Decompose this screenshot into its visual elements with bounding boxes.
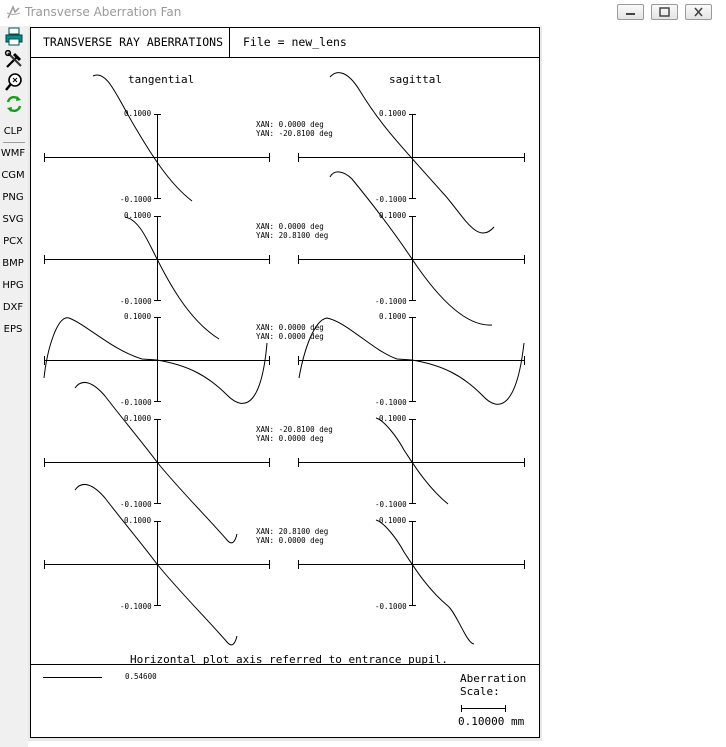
field-yan-label: YAN: -20.8100 deg xyxy=(256,129,333,138)
maximize-button[interactable] xyxy=(651,4,678,20)
axis-label-top: 0.1000 xyxy=(124,211,152,220)
aberration-plot: TRANSVERSE RAY ABERRATIONS File = new_le… xyxy=(30,27,540,738)
toolbar-sidebar: CLP WMF CGM PNG SVG PCX BMP HPG DXF EPS xyxy=(0,26,28,747)
header-file: File = new_lens xyxy=(243,35,347,49)
field-xan-label: XAN: -20.8100 deg xyxy=(256,425,333,434)
scale-label-1: Aberration xyxy=(460,672,526,685)
printer-icon[interactable] xyxy=(4,27,24,47)
axis-label-bottom: -0.1000 xyxy=(120,398,152,407)
export-hpg-button[interactable]: HPG xyxy=(2,280,24,291)
sagittal-panel-4: 0.1000 -0.1000 xyxy=(298,414,525,509)
field-yan-label: YAN: 0.0000 deg xyxy=(256,434,324,443)
tools-icon[interactable] xyxy=(4,50,24,70)
export-wmf-button[interactable]: WMF xyxy=(0,148,26,159)
title-bar: Transverse Aberration Fan xyxy=(0,0,726,26)
aberration-curve xyxy=(92,74,193,202)
aberration-curve xyxy=(329,171,493,326)
sagittal-panel-5: 0.1000 -0.1000 xyxy=(298,516,525,645)
plot-border xyxy=(30,27,540,738)
axis-label-top: 0.1000 xyxy=(124,516,152,525)
field-yan-label: YAN: 0.0000 deg xyxy=(256,536,324,545)
axis-label-bottom: -0.1000 xyxy=(120,195,152,204)
aberration-curve xyxy=(375,519,475,645)
tangential-panel-3: 0.1000 -0.1000 xyxy=(43,312,270,407)
field-xan-label: XAN: 0.0000 deg xyxy=(256,323,324,332)
axis-label-bottom: -0.1000 xyxy=(120,297,152,306)
export-svg-button[interactable]: SVG xyxy=(2,214,24,225)
empty-area xyxy=(542,26,726,747)
field-yan-label: YAN: 0.0000 deg xyxy=(256,332,324,341)
tangential-panel-5: 0.1000 -0.1000 xyxy=(44,483,270,646)
field-xan-label: XAN: 20.8100 deg xyxy=(256,527,328,536)
refresh-icon[interactable] xyxy=(4,94,24,114)
aberration-curve xyxy=(329,72,495,234)
aberration-curve xyxy=(124,216,220,340)
maximize-icon xyxy=(659,7,670,17)
export-pcx-button[interactable]: PCX xyxy=(3,236,23,247)
frame-border-right xyxy=(540,26,542,738)
aberration-curve xyxy=(74,381,238,544)
axis-label-bottom: -0.1000 xyxy=(375,500,407,509)
aberration-curve xyxy=(43,317,268,404)
axis-label-bottom: -0.1000 xyxy=(375,602,407,611)
frame-border-bottom xyxy=(28,738,542,741)
aberration-curve xyxy=(74,483,238,646)
axis-label-top: 0.1000 xyxy=(379,312,407,321)
frame-border-left xyxy=(28,26,30,738)
export-eps-button[interactable]: EPS xyxy=(3,324,23,335)
col-label-sagittal: sagittal xyxy=(389,73,442,86)
toolbar-separator xyxy=(3,142,25,143)
app-icon xyxy=(6,5,21,19)
close-icon xyxy=(694,7,703,17)
minimize-button[interactable] xyxy=(617,4,644,20)
footer-note: Horizontal plot axis referred to entranc… xyxy=(130,653,448,666)
axis-label-bottom: -0.1000 xyxy=(375,297,407,306)
aberration-curve xyxy=(298,317,525,405)
axis-label-top: 0.1000 xyxy=(124,312,152,321)
scale-value: 0.10000 mm xyxy=(458,715,525,728)
close-button[interactable] xyxy=(685,4,712,20)
zoom-icon[interactable] xyxy=(4,72,24,92)
axis-label-top: 0.1000 xyxy=(379,211,407,220)
axis-label-top: 0.1000 xyxy=(124,109,152,118)
minimize-icon xyxy=(626,13,635,15)
header-title: TRANSVERSE RAY ABERRATIONS xyxy=(43,35,223,49)
export-png-button[interactable]: PNG xyxy=(2,192,24,203)
axis-label-top: 0.1000 xyxy=(379,414,407,423)
axis-label-top: 0.1000 xyxy=(379,516,407,525)
aberration-curve xyxy=(375,417,449,505)
tangential-panel-2: 0.1000 -0.1000 xyxy=(44,211,270,340)
axis-label-top: 0.1000 xyxy=(124,414,152,423)
sagittal-panel-3: 0.1000 -0.1000 xyxy=(298,312,525,407)
field-xan-label: XAN: 0.0000 deg xyxy=(256,222,324,231)
axis-label-top: 0.1000 xyxy=(379,109,407,118)
axis-label-bottom: -0.1000 xyxy=(120,500,152,509)
export-dxf-button[interactable]: DXF xyxy=(2,302,24,313)
wavelength-label: 0.54600 xyxy=(125,672,157,681)
field-xan-label: XAN: 0.0000 deg xyxy=(256,120,324,129)
export-clp-button[interactable]: CLP xyxy=(3,126,23,137)
window-title: Transverse Aberration Fan xyxy=(25,5,182,19)
axis-label-bottom: -0.1000 xyxy=(375,195,407,204)
export-bmp-button[interactable]: BMP xyxy=(2,258,24,269)
sagittal-panel-2: 0.1000 -0.1000 xyxy=(298,171,525,326)
sagittal-panel-1: 0.1000 -0.1000 xyxy=(298,72,525,234)
col-label-tangential: tangential xyxy=(128,73,194,86)
axis-label-bottom: -0.1000 xyxy=(375,398,407,407)
export-cgm-button[interactable]: CGM xyxy=(1,170,25,181)
axis-label-bottom: -0.1000 xyxy=(120,602,152,611)
scale-label-2: Scale: xyxy=(460,685,500,698)
tangential-panel-1: 0.1000 -0.1000 xyxy=(44,74,270,204)
field-yan-label: YAN: 20.8100 deg xyxy=(256,231,328,240)
tangential-panel-4: 0.1000 -0.1000 xyxy=(44,381,270,544)
